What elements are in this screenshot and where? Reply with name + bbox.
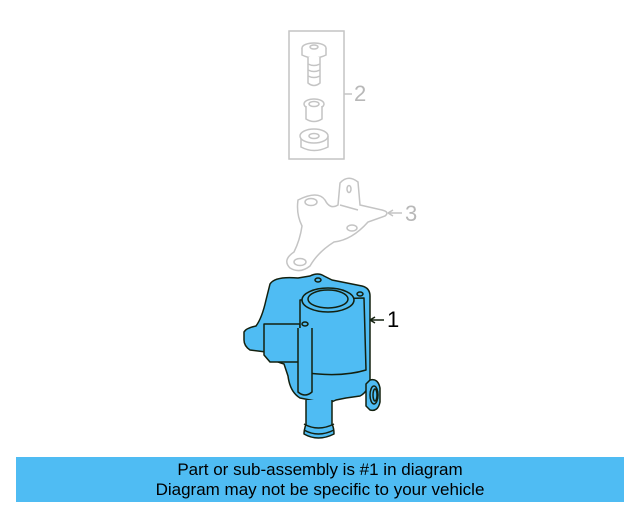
part-3-bracket[interactable]: [286, 177, 402, 272]
callout-1[interactable]: 1: [387, 307, 400, 332]
part-2-hardware-set[interactable]: [288, 30, 352, 160]
info-banner: Part or sub-assembly is #1 in diagram Di…: [16, 457, 624, 502]
banner-line-disclaimer: Diagram may not be specific to your vehi…: [155, 479, 485, 499]
part-1-water-pump[interactable]: [243, 273, 384, 439]
callout-2[interactable]: 2: [354, 81, 367, 106]
callout-3[interactable]: 3: [405, 201, 418, 226]
banner-line-part-number: Part or sub-assembly is #1 in diagram: [177, 459, 463, 479]
